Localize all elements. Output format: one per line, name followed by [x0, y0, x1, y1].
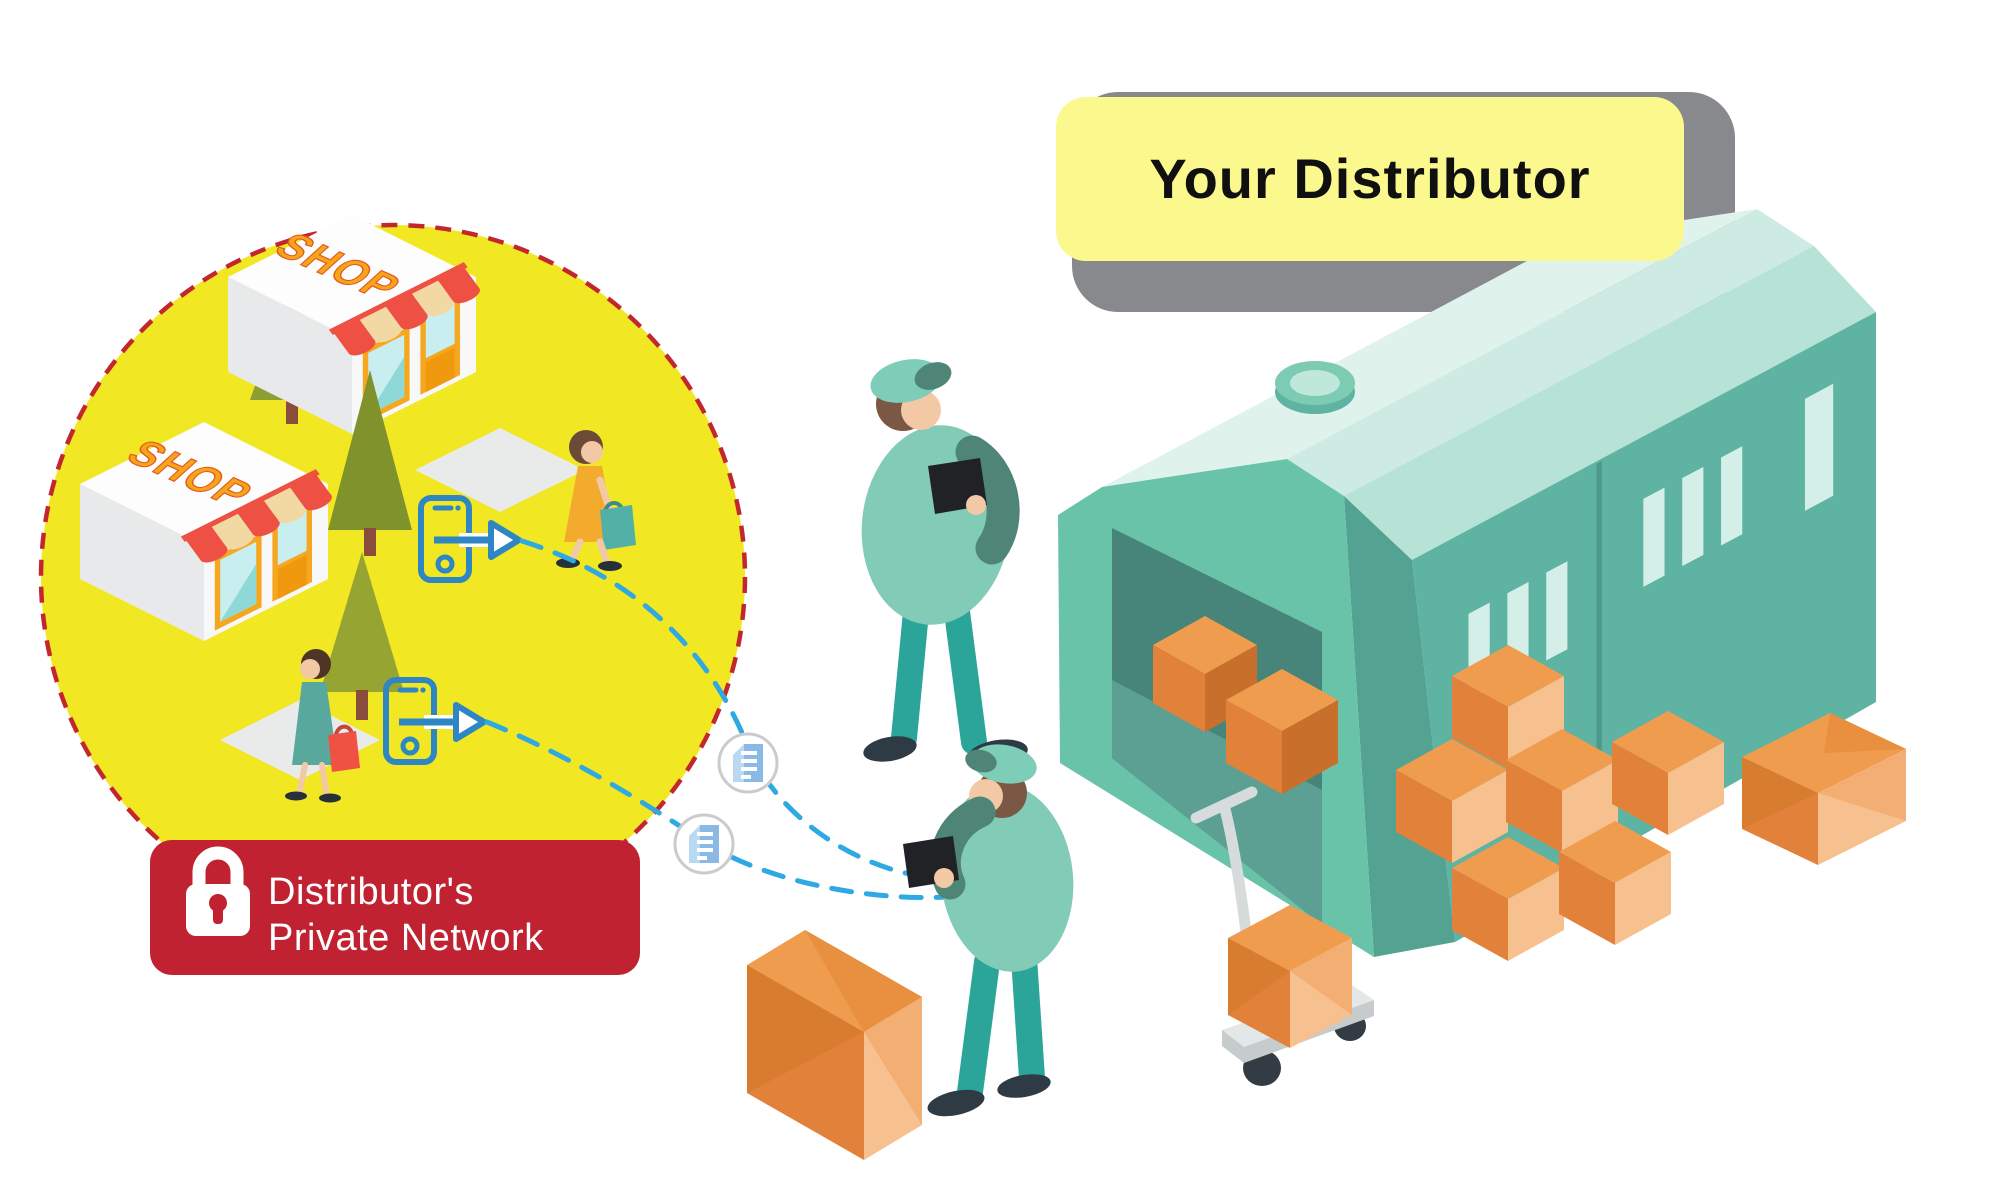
walkway	[415, 428, 585, 512]
distributor-label-background	[1056, 97, 1684, 261]
warehouse-window	[1682, 466, 1704, 567]
warehouse-window	[1546, 561, 1568, 661]
box	[1452, 645, 1564, 769]
banner-line-1: Distributor's	[268, 871, 474, 913]
tree	[328, 370, 412, 556]
shopper-2	[285, 649, 360, 803]
document-icon	[733, 744, 763, 782]
box	[1559, 821, 1671, 945]
phone-share-icon	[383, 677, 487, 765]
warehouse-entrance	[1112, 528, 1338, 925]
box	[1506, 729, 1618, 853]
banner-line-2: Private Network	[268, 917, 544, 959]
shop-2: SHOP	[80, 422, 332, 641]
worker-shoe	[997, 1074, 1051, 1098]
distributor-label-text: Your Distributor	[1149, 147, 1590, 210]
warehouse-window	[1643, 487, 1665, 587]
phone-share-icon	[418, 495, 522, 583]
warehouse-roof-upper	[1102, 209, 1757, 487]
warehouse-roof-slope	[1344, 246, 1876, 560]
shop-awning	[328, 262, 480, 356]
distributor-label: Your Distributor	[1056, 97, 1684, 261]
worker-hand	[966, 495, 986, 515]
worker-shoe	[927, 1089, 985, 1117]
box	[1396, 739, 1508, 863]
data-flow-line	[519, 538, 955, 882]
entrance-box	[1153, 616, 1257, 732]
shop-left-wall	[80, 484, 204, 641]
shop-1: SHOP	[228, 215, 480, 434]
shop-awning	[180, 469, 332, 563]
tree	[320, 552, 404, 720]
worker-hand	[934, 868, 954, 888]
worker-shoe	[863, 736, 917, 762]
banner-background	[150, 840, 640, 975]
box	[1612, 711, 1724, 835]
worker-1	[861, 359, 1028, 767]
crate-left	[747, 930, 922, 1160]
shopping-bag	[600, 505, 636, 550]
private-network-banner: Distributor's Private Network	[150, 840, 640, 975]
worker-2	[903, 744, 1074, 1117]
warehouse-window	[1721, 446, 1743, 546]
box	[1228, 905, 1352, 1048]
shopper-1	[556, 430, 636, 571]
box	[1452, 837, 1564, 961]
shopping-bag	[328, 731, 360, 772]
crate-right	[1742, 713, 1906, 865]
entrance-box	[1226, 669, 1338, 794]
document-icon	[689, 825, 719, 863]
document-badge	[717, 732, 779, 794]
private-network-circle: SHOP	[38, 215, 748, 932]
box-stack	[1396, 645, 1724, 961]
warehouse-roof-ridge	[1287, 209, 1814, 496]
roof-vent	[1275, 361, 1355, 414]
shop-left-wall	[228, 277, 352, 434]
worker-arm	[955, 435, 1020, 565]
document-badge	[673, 813, 735, 875]
shopper-dress	[292, 682, 338, 765]
hand-truck	[1190, 786, 1374, 1086]
lock-icon	[186, 846, 250, 936]
warehouse-window	[1804, 383, 1834, 511]
